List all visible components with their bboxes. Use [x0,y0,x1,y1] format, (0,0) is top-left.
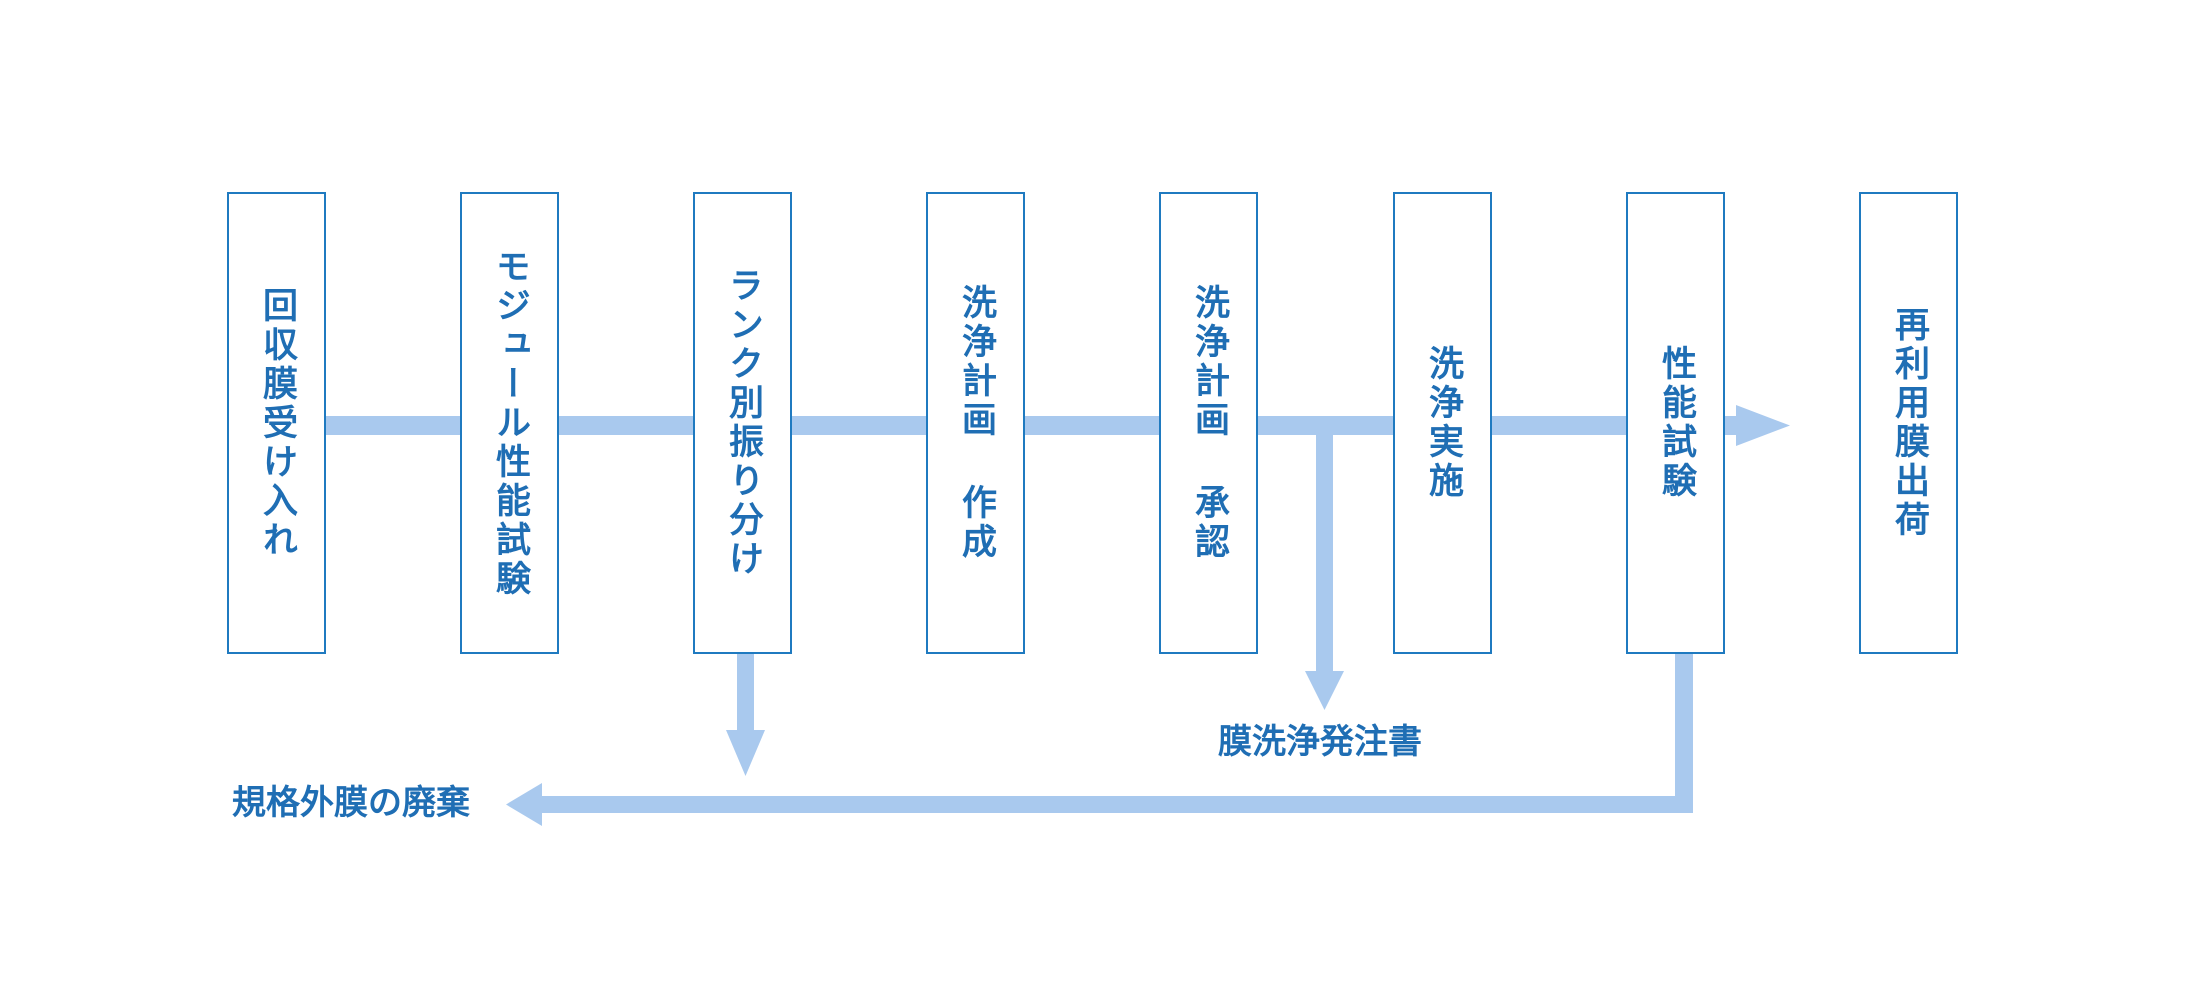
disposal-horizontal-line [540,796,1693,813]
step-label-shipment: 再利用膜出荷 [1889,306,1929,540]
step-label-rank-sort: ランク別振り分け [723,267,763,579]
disposal-label: 規格外膜の廃棄 [232,783,470,823]
step-box-receive: 回収膜受け入れ [227,192,326,654]
step-label-receive: 回収膜受け入れ [257,286,297,560]
main-flow-arrowhead [1736,405,1790,446]
step-label-module-test: モジュール性能試験 [490,247,530,599]
step-box-plan-approval: 洗浄計画 承認 [1159,192,1258,654]
rank-branch-arrowhead [726,730,765,776]
step-label-cleaning-plan: 洗浄計画 作成 [956,284,996,562]
main-flow-line [326,416,1738,435]
step-box-cleaning: 洗浄実施 [1393,192,1492,654]
step-box-rank-sort: ランク別振り分け [693,192,792,654]
step-box-shipment: 再利用膜出荷 [1859,192,1958,654]
step-box-performance-test: 性能試験 [1626,192,1725,654]
order-branch-arrowhead [1305,671,1344,710]
disposal-vertical-line [1675,652,1693,812]
disposal-arrowhead [506,783,542,826]
step-box-cleaning-plan: 洗浄計画 作成 [926,192,1025,654]
rank-branch-line [737,652,754,732]
step-label-performance-test: 性能試験 [1656,345,1696,501]
step-label-plan-approval: 洗浄計画 承認 [1189,284,1229,562]
step-box-module-test: モジュール性能試験 [460,192,559,654]
order-form-label: 膜洗浄発注書 [1218,722,1422,762]
step-label-cleaning: 洗浄実施 [1423,345,1463,501]
order-branch-line [1316,425,1333,673]
